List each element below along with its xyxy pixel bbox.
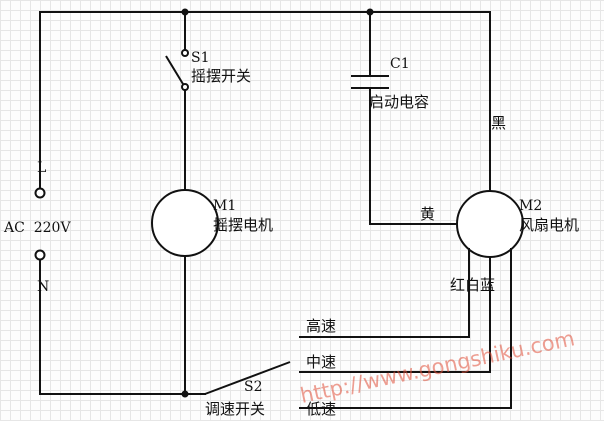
s1-name-label: 摇摆开关 — [191, 67, 251, 85]
voltage-label: AC 220V — [3, 220, 71, 236]
s2-name-label: 调速开关 — [205, 400, 265, 418]
c1-ref-label: C1 — [390, 56, 410, 72]
blue-wire-low — [299, 248, 512, 409]
terminal-l-label: L — [37, 160, 46, 176]
m2-name-label: 风扇电机 — [519, 216, 579, 234]
m1-name-label: 摇摆电机 — [213, 216, 273, 234]
s1-ref-label: S1 — [191, 50, 210, 66]
s2-ref-label: S2 — [244, 379, 263, 395]
speed-high-label: 高速 — [306, 317, 336, 335]
watermark-text: http://www.gongshiku.com — [298, 326, 577, 408]
speed-medium-label: 中速 — [306, 353, 336, 371]
m2-ref-label: M2 — [519, 198, 542, 214]
terminal-l — [34, 187, 46, 199]
black-wire-label: 黑 — [491, 114, 506, 132]
m1-ref-label: M1 — [213, 198, 236, 214]
s2-switch-blade — [204, 361, 291, 395]
motor-m2-symbol — [456, 190, 524, 258]
yellow-wire-label: 黄 — [420, 205, 435, 223]
s1-switch-blade — [165, 55, 184, 85]
rwb-wire-label: 红白蓝 — [450, 276, 495, 294]
white-wire-medium — [299, 256, 491, 373]
terminal-n — [34, 249, 46, 261]
motor-m1-symbol — [151, 189, 219, 257]
red-wire-high — [299, 248, 470, 338]
c1-name-label: 启动电容 — [369, 93, 429, 111]
terminal-n-label: N — [37, 279, 49, 295]
s1-contact-top — [181, 49, 189, 57]
speed-low-label: 低速 — [306, 400, 336, 418]
